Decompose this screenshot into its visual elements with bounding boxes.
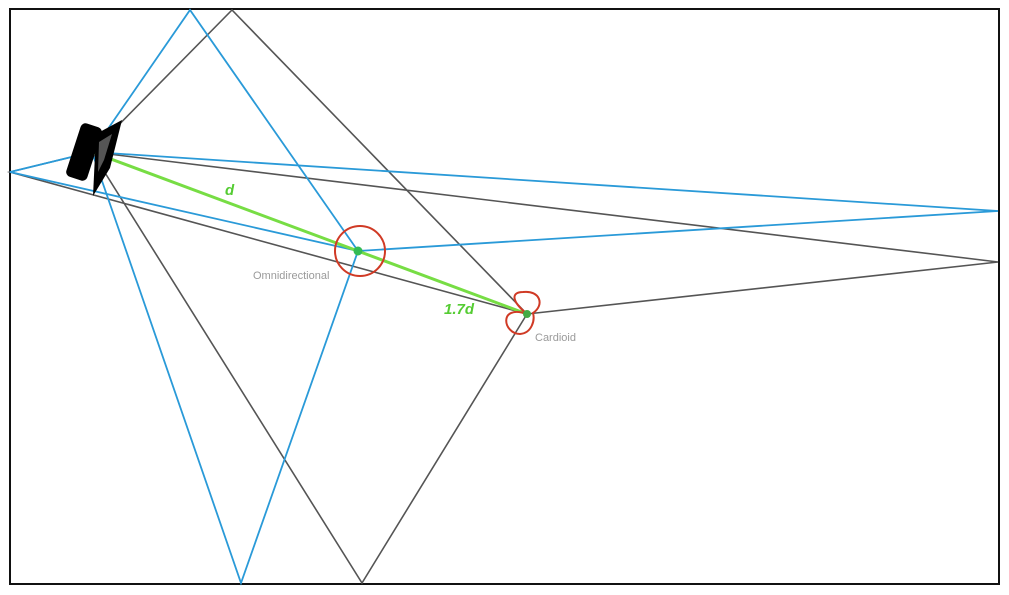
ray-bottom — [91, 151, 528, 585]
distance-near-label: d — [225, 182, 235, 199]
ray-top — [91, 8, 528, 315]
ray-right — [91, 151, 999, 252]
ray-right — [91, 151, 999, 315]
ray-left — [9, 151, 359, 252]
cardioid-mic-point — [523, 310, 531, 318]
ray-bottom — [91, 151, 359, 586]
distance-far-label: 1.7d — [444, 301, 475, 318]
speaker-icon — [66, 120, 122, 196]
cardioid-label: Cardioid — [535, 332, 576, 344]
omni-label: Omnidirectional — [253, 270, 329, 282]
room-frame — [9, 8, 1000, 585]
cardioid-pattern-shape — [505, 290, 541, 336]
omni-reflection-rays — [9, 8, 999, 586]
cardioid-reflection-rays — [6, 8, 999, 585]
omni-mic-point — [353, 246, 363, 256]
omni-pattern-circle — [334, 225, 386, 277]
ray-top — [91, 8, 359, 252]
direct-path-line — [91, 150, 528, 316]
